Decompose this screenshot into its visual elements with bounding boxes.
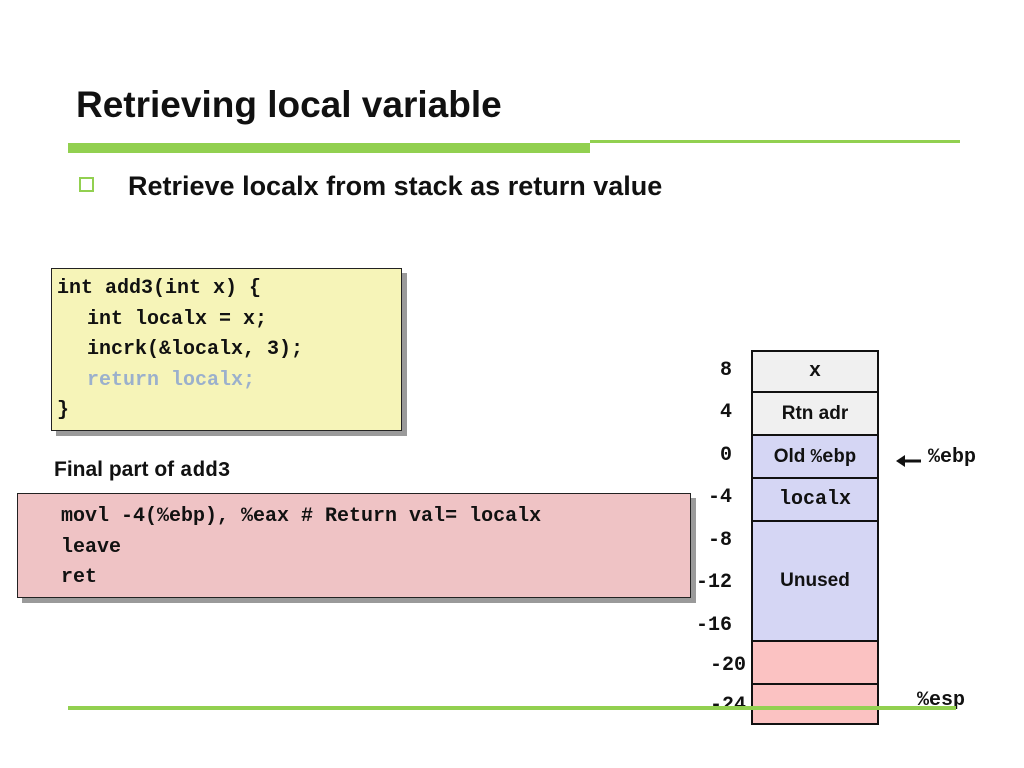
title-underline-thick [68, 143, 590, 153]
stack-cell-return-address: Rtn adr [751, 391, 879, 436]
stack-offset: -8 [707, 529, 732, 552]
stack-cell-empty [751, 683, 879, 725]
title-underline-thin [590, 140, 960, 143]
c-code-line: incrk(&localx, 3); [87, 338, 304, 361]
c-code-line: } [57, 399, 70, 422]
stack-offset: -20 [709, 654, 746, 677]
footer-rule [68, 706, 956, 710]
stack-cell-old-ebp: Old %ebp [751, 434, 879, 479]
asm-code-line: leave [61, 535, 122, 559]
asm-code-line: movl -4(%ebp), %eax # Return val= localx [61, 505, 542, 528]
stack-offset: -16 [695, 614, 732, 637]
c-code-line-return: return localx; [87, 368, 256, 392]
stack-offset: 0 [719, 444, 732, 467]
asm-code-box: movl -4(%ebp), %eax # Return val= localx… [17, 493, 691, 598]
stack-offset: 4 [719, 401, 732, 424]
old-ebp-text: Old [773, 445, 811, 467]
stack-offset: -4 [707, 486, 732, 509]
c-code-line: int localx = x; [87, 307, 268, 331]
caption-code: add3 [180, 460, 231, 483]
left-arrow-icon [896, 455, 921, 467]
stack-cell-unused: Unused [751, 520, 879, 642]
c-code-box: int add3(int x) { int localx = x; incrk(&l… [51, 268, 402, 431]
stack-cell-empty [751, 640, 879, 685]
old-ebp-code: %ebp [810, 445, 857, 468]
stack-offset: 8 [719, 359, 732, 382]
stack-offset: -12 [695, 571, 732, 594]
ebp-register-label: %ebp [928, 446, 977, 469]
stack-offset: -24 [666, 694, 746, 717]
stack-cell-x: x [751, 350, 879, 393]
c-code-line: int add3(int x) { [57, 277, 262, 300]
hollow-square-bullet-icon [79, 177, 94, 192]
slide-title: Retrieving local variable [76, 84, 502, 125]
asm-code-line: ret [61, 566, 98, 589]
stack-cell-localx: localx [751, 477, 879, 522]
asm-caption: Final part of add3 [54, 458, 230, 483]
caption-text: Final part of [54, 458, 180, 481]
bullet-text: Retrieve localx from stack as return val… [128, 171, 663, 201]
